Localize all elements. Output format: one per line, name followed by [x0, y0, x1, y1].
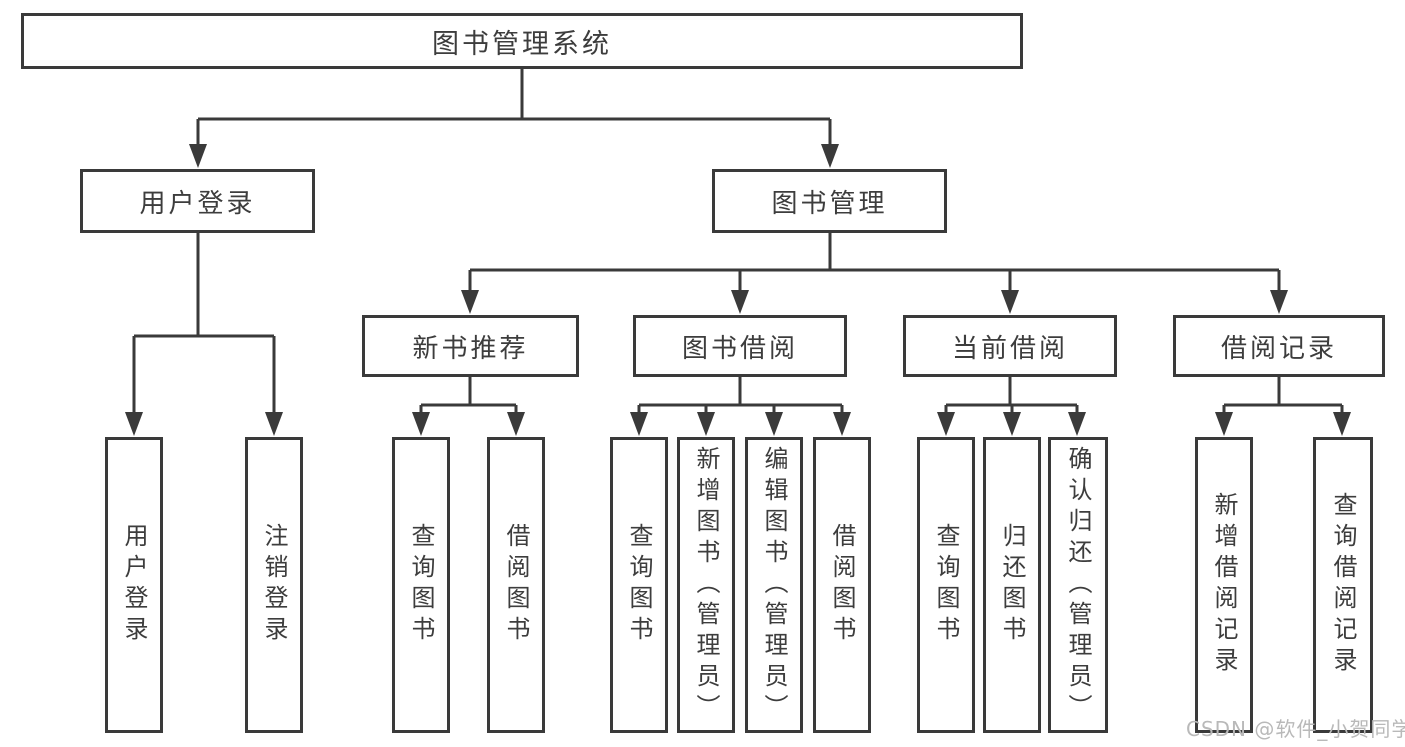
arrowheads: [125, 144, 1351, 436]
leaf-cb-query-books: 查询图书: [917, 437, 975, 733]
leaf-cb-confirm-return-admin: 确认归还（管理员）: [1048, 437, 1108, 733]
leaf-logout: 注销登录: [245, 437, 303, 733]
leaf-bb-query-books: 查询图书: [610, 437, 668, 733]
leaf-bb-edit-books-admin: 编辑图书（管理员）: [745, 437, 803, 733]
leaf-user-login: 用户登录: [105, 437, 163, 733]
leaf-cb-return-books: 归还图书: [983, 437, 1041, 733]
node-root: 图书管理系统: [21, 13, 1023, 69]
leaf-br-query-record: 查询借阅记录: [1313, 437, 1373, 733]
node-current-borrow: 当前借阅: [903, 315, 1117, 377]
node-new-book-recommend: 新书推荐: [362, 315, 579, 377]
leaf-nb-borrow-books: 借阅图书: [487, 437, 545, 733]
node-user-login: 用户登录: [80, 169, 315, 233]
leaf-bb-borrow-books: 借阅图书: [813, 437, 871, 733]
node-book-borrow: 图书借阅: [633, 315, 847, 377]
csdn-watermark: CSDN @软件_小贺同学: [1186, 717, 1405, 741]
node-borrow-records: 借阅记录: [1173, 315, 1385, 377]
leaf-bb-add-books-admin: 新增图书（管理员）: [677, 437, 735, 733]
leaf-nb-query-books: 查询图书: [392, 437, 450, 733]
leaf-br-add-record: 新增借阅记录: [1195, 437, 1253, 733]
node-book-management: 图书管理: [712, 169, 947, 233]
connector-paths: [132, 69, 1344, 418]
